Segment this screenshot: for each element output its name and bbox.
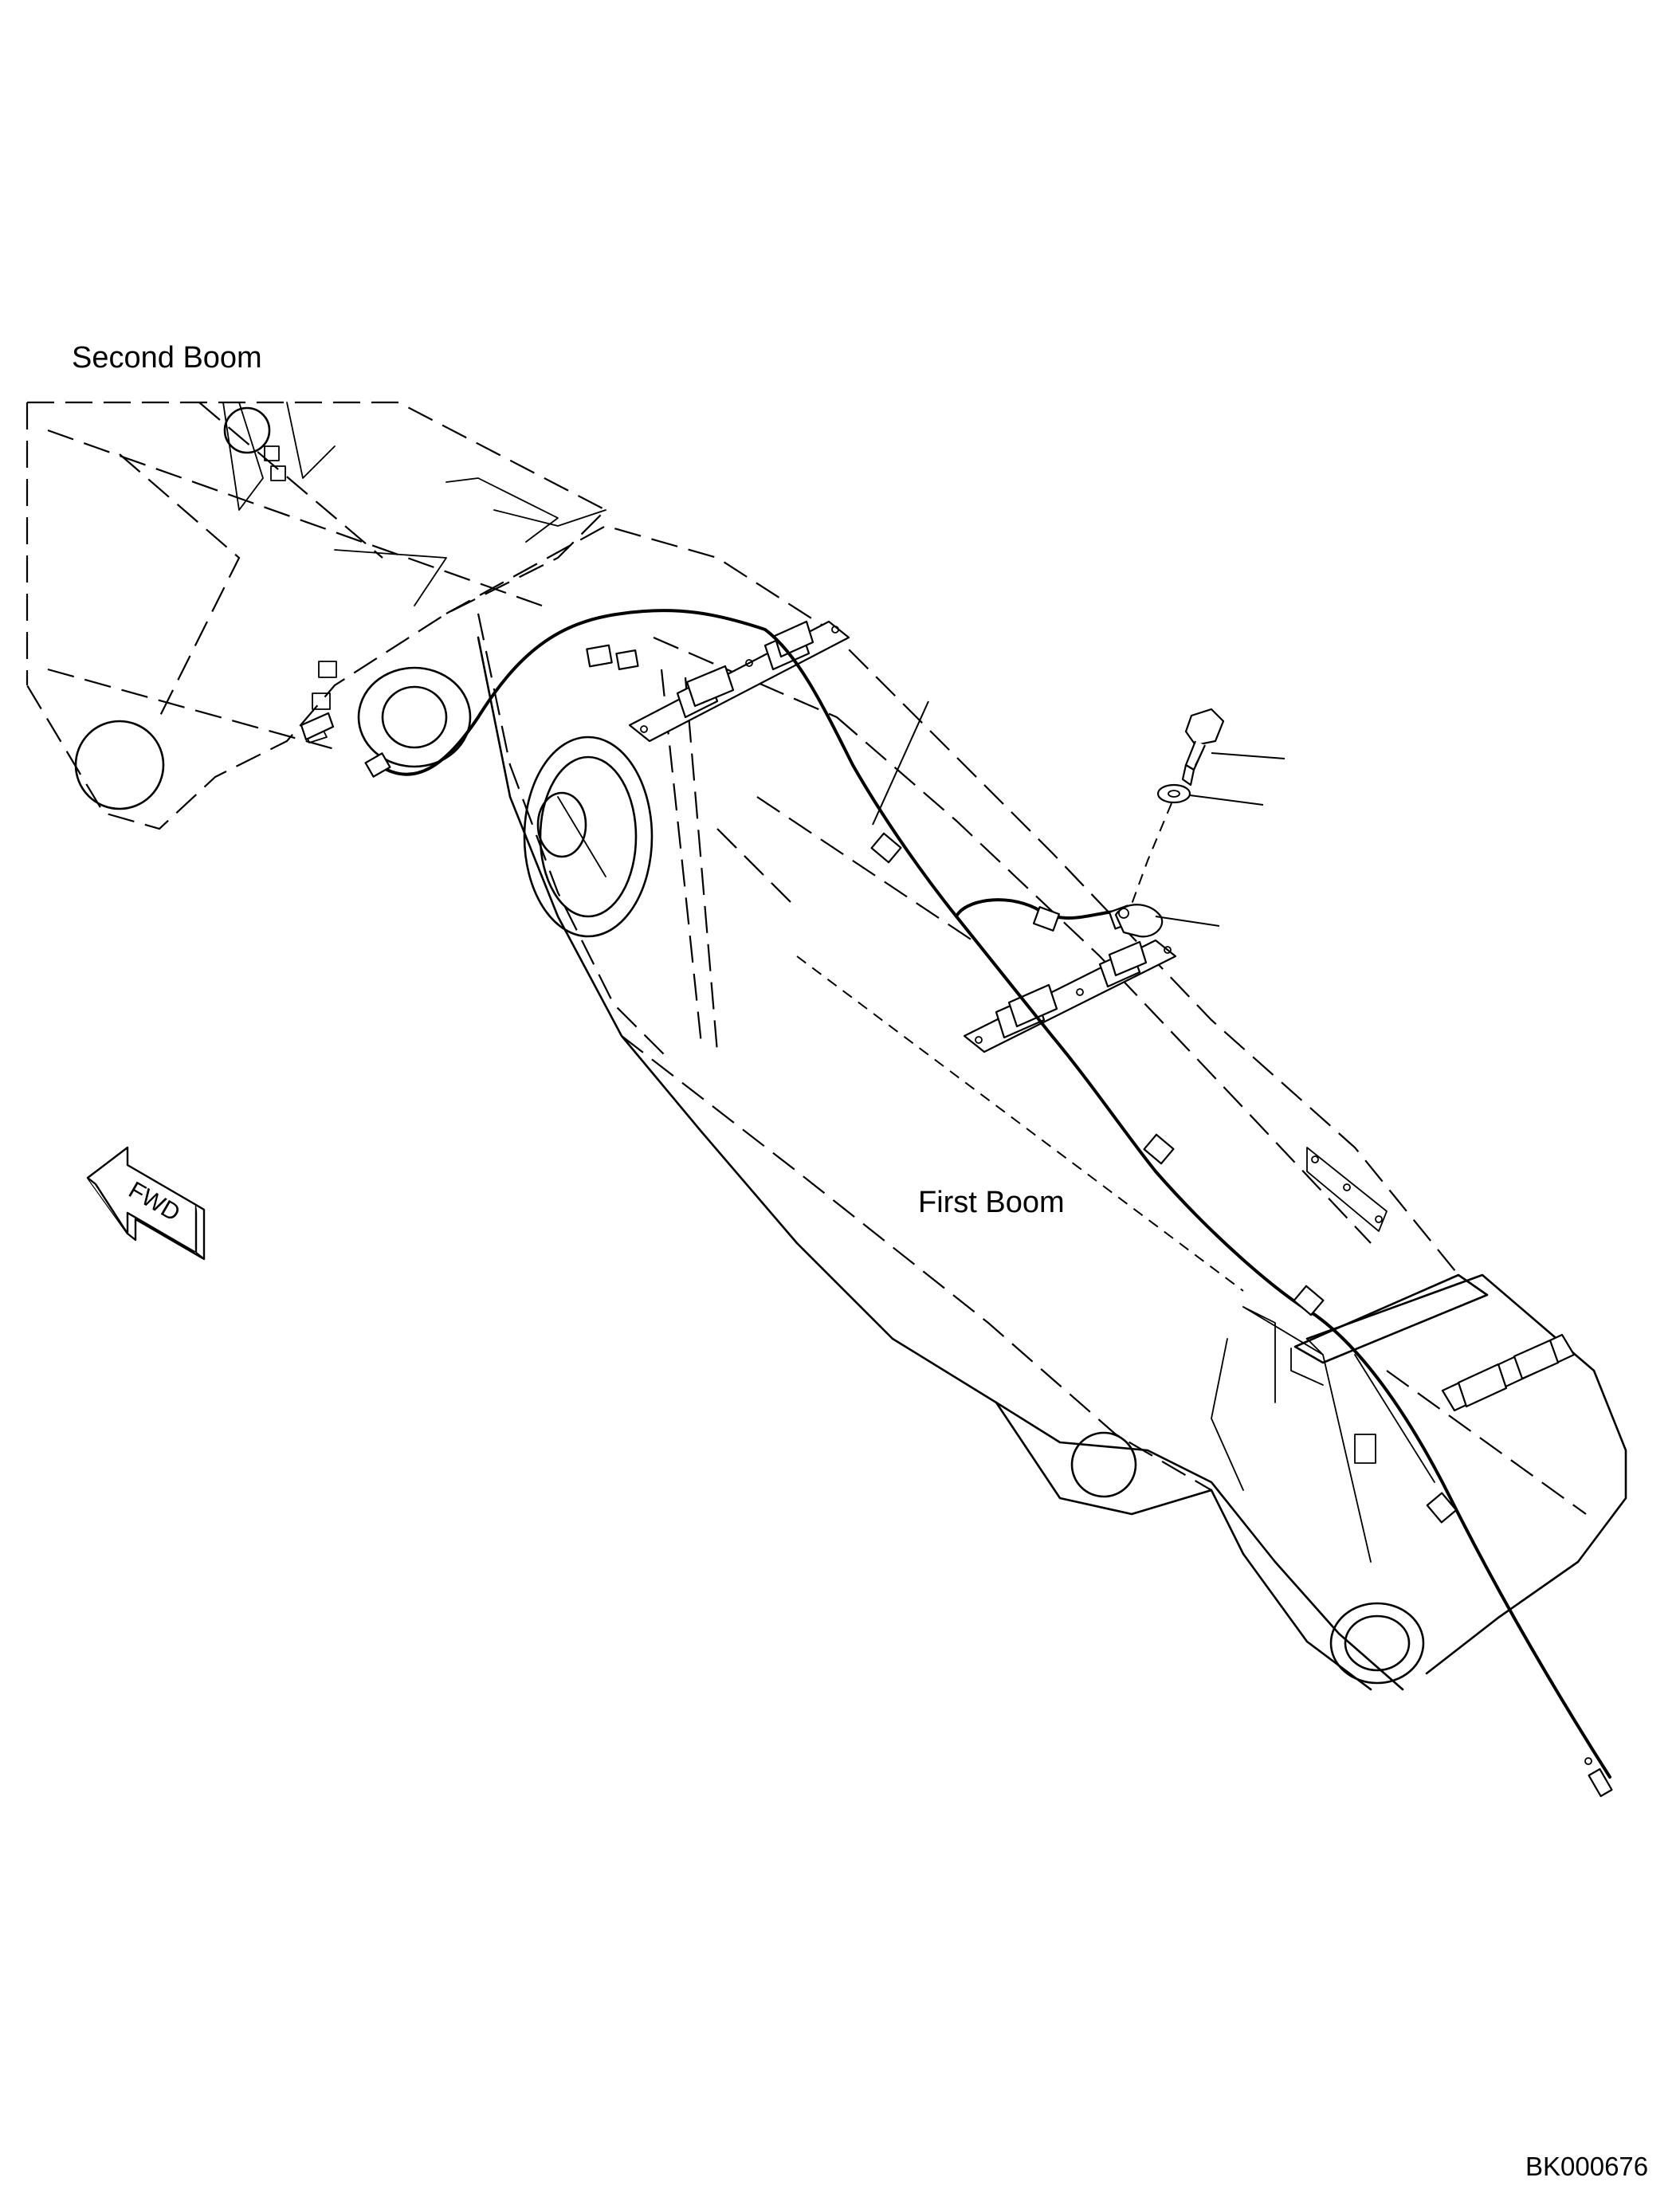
washer-icon (1156, 783, 1191, 804)
drawing-code: BK000676 (1525, 2152, 1649, 2181)
end-clamp (1441, 1333, 1576, 1412)
first-boom-label: First Boom (918, 1186, 1065, 1219)
leader-lines (872, 700, 1286, 927)
second-boom-body (26, 401, 607, 830)
clamp-icon (1114, 904, 1164, 938)
lower-mounting-plate (963, 939, 1177, 1053)
first-boom-body (446, 524, 1627, 1691)
fwd-arrow-icon (86, 1146, 206, 1261)
bolt-icon (1181, 708, 1225, 787)
second-boom-label: Second Boom (72, 341, 262, 375)
assembly-axis-line (1129, 802, 1172, 909)
